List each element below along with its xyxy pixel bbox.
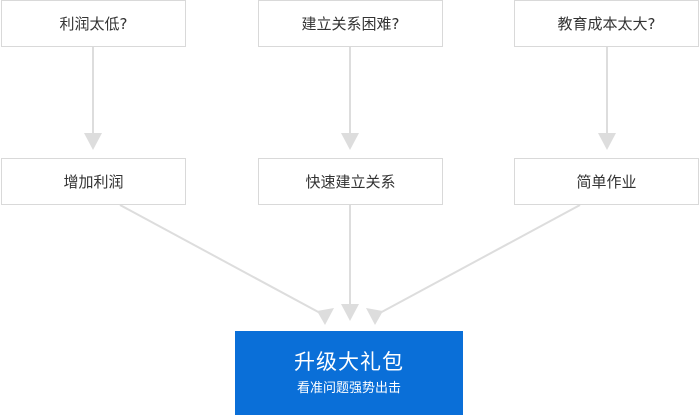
upgrade-package-title: 升级大礼包 [294, 350, 404, 374]
upgrade-package-button[interactable]: 升级大礼包 看准问题强势出击 [235, 331, 463, 415]
arrow-line-4 [119, 204, 323, 315]
arrow-head-3 [598, 133, 616, 150]
problem-label-relationship: 建立关系困难? [301, 15, 400, 33]
arrow-head-6 [366, 308, 383, 325]
solution-label-increase-profit: 增加利润 [63, 173, 124, 191]
arrow-head-5 [341, 304, 359, 321]
solution-box-increase-profit: 增加利润 [1, 158, 186, 205]
arrow-head-2 [341, 133, 359, 150]
solution-box-fast-relationship: 快速建立关系 [258, 158, 443, 205]
solution-label-simple-work: 简单作业 [576, 173, 637, 191]
problem-box-profit: 利润太低? [1, 0, 186, 47]
problem-label-profit: 利润太低? [59, 15, 128, 33]
problem-label-education-cost: 教育成本太大? [557, 15, 656, 33]
problem-box-relationship: 建立关系困难? [258, 0, 443, 47]
arrow-head-4 [317, 308, 334, 325]
upgrade-package-subtitle: 看准问题强势出击 [296, 381, 401, 396]
arrow-line-6 [377, 204, 581, 315]
solution-box-simple-work: 简单作业 [514, 158, 699, 205]
problem-box-education-cost: 教育成本太大? [514, 0, 699, 47]
arrow-head-1 [84, 133, 102, 150]
solution-label-fast-relationship: 快速建立关系 [305, 173, 396, 191]
